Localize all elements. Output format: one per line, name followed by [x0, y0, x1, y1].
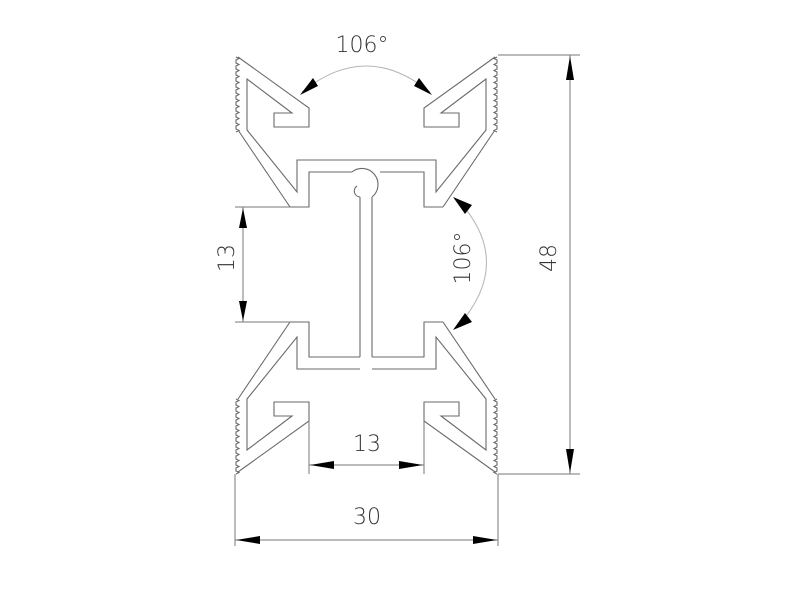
- serration-edge: [235, 398, 241, 475]
- arrow-icon: [239, 208, 247, 228]
- slot-width-label: 13: [353, 432, 381, 457]
- side-angle-label: 106°: [451, 232, 476, 285]
- inner-height-label: 13: [215, 244, 240, 272]
- top-arms-contour: [237, 56, 496, 194]
- height-label: 48: [537, 244, 562, 272]
- serration-edge: [492, 56, 498, 133]
- arrow-icon: [236, 536, 260, 544]
- center-hook: [351, 168, 379, 198]
- bottom-arms-contour: [237, 335, 496, 473]
- top-outer-right: [442, 129, 496, 208]
- top-angle-arc: [301, 65, 431, 93]
- bottom-outer-right: [442, 321, 496, 400]
- arrow-icon: [399, 461, 423, 469]
- arrow-icon: [473, 536, 497, 544]
- serrations: [235, 56, 498, 475]
- bottom-channel: [290, 321, 443, 358]
- arrow-icon: [566, 56, 574, 80]
- serration-edge: [492, 398, 498, 475]
- width-extension: [234, 474, 499, 546]
- arrow-icon: [310, 461, 334, 469]
- arrow-icon: [300, 78, 318, 95]
- top-channel: [290, 171, 443, 208]
- profile-outline: [235, 56, 498, 475]
- side-angle-arc: [457, 199, 487, 327]
- width-label: 30: [353, 505, 381, 530]
- bottom-outer-left: [237, 321, 291, 400]
- arrow-icon: [453, 197, 472, 214]
- arrow-icon: [566, 449, 574, 473]
- height-extension: [498, 54, 580, 475]
- arrow-icon: [414, 78, 432, 95]
- arrow-icon: [239, 301, 247, 321]
- serration-edge: [235, 56, 241, 133]
- top-angle-label: 106°: [336, 33, 389, 58]
- arrow-icon: [453, 313, 472, 330]
- center-stem: [359, 197, 373, 357]
- top-outer-left: [237, 129, 291, 208]
